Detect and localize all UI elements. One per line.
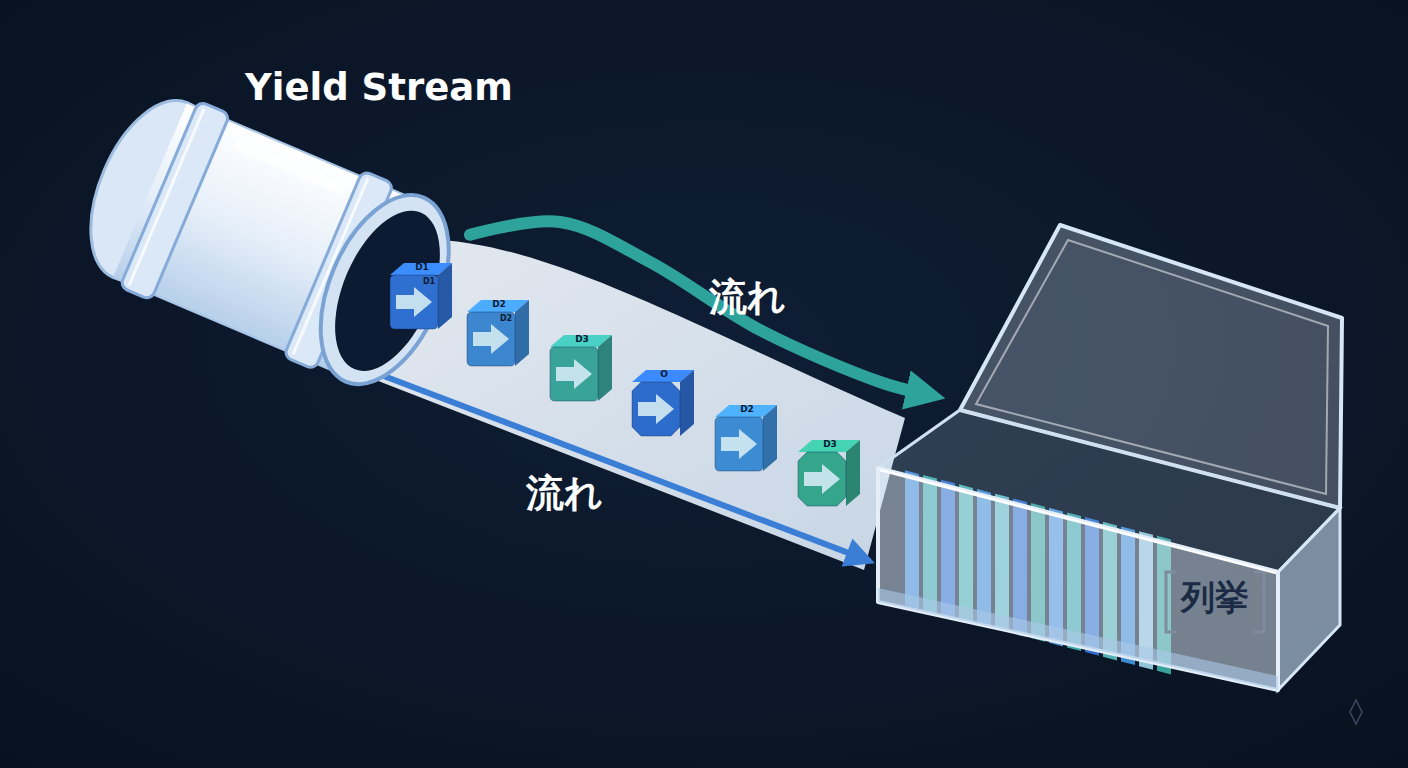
box-side xyxy=(1278,508,1340,690)
chunk-front xyxy=(632,382,680,436)
chunk-label: D3 xyxy=(566,334,598,344)
stream-title: Yield Stream xyxy=(245,67,535,110)
flow-band xyxy=(350,240,905,570)
flow-label: 流れ xyxy=(485,469,645,517)
icon-cube-front xyxy=(182,185,206,222)
inner-chunk xyxy=(338,246,384,334)
tube-mouth xyxy=(314,195,461,386)
collect-box-outline xyxy=(875,400,1345,695)
icon-cube-side xyxy=(206,176,216,222)
chunk-front xyxy=(390,275,438,329)
flow-label: 流れ xyxy=(668,273,828,321)
chunk-arrow xyxy=(556,359,592,389)
data-chunk: D1D1 xyxy=(386,257,454,333)
tube-icon xyxy=(182,176,244,223)
chunk-arrow xyxy=(473,324,509,354)
chunk-side xyxy=(763,405,777,471)
tube-ring xyxy=(120,101,230,300)
chunk-label: D2 xyxy=(483,299,515,309)
chunk-side xyxy=(680,370,694,436)
chunk-arrow xyxy=(638,394,674,424)
chunk-arrow xyxy=(721,429,757,459)
chunk-label: D1 xyxy=(406,262,438,272)
data-chunk: D3 xyxy=(546,329,614,405)
inner-chunk-arrow xyxy=(348,261,378,283)
inner-chunk-shape xyxy=(342,246,384,294)
chunk-label: D1 xyxy=(420,277,438,286)
label-bracket xyxy=(1166,572,1176,632)
tube-mouth-rim xyxy=(295,176,474,403)
box-rim xyxy=(880,470,1276,573)
chunk-arrow xyxy=(396,287,432,317)
label-bracket xyxy=(1254,572,1264,632)
icon-arrow xyxy=(210,201,244,223)
sparkle-mark xyxy=(1350,700,1362,724)
chunk-front xyxy=(467,312,515,366)
inner-chunk-shape xyxy=(338,300,382,334)
chunk-side xyxy=(438,263,452,329)
chunk-label: O xyxy=(648,369,680,379)
data-chunk: D2D2 xyxy=(463,294,531,370)
flow-arrow xyxy=(470,221,918,392)
chunk-label: D3 xyxy=(814,439,846,449)
data-chunk: D3 xyxy=(794,434,862,510)
chunk-front xyxy=(798,452,846,506)
chunk-front xyxy=(715,417,763,471)
tube-body xyxy=(65,77,475,404)
chunk-side xyxy=(846,440,860,506)
chunk-label: D2 xyxy=(731,404,763,414)
box-front xyxy=(878,468,1278,690)
icon-cube-top xyxy=(182,176,216,185)
collect-box: 列挙 xyxy=(875,400,1345,695)
chunk-side xyxy=(598,335,612,401)
chunk-label: D2 xyxy=(497,314,515,323)
tube-ring-shine xyxy=(129,109,204,286)
data-chunk: D2 xyxy=(711,399,779,475)
box-label: 列挙 xyxy=(1170,578,1260,617)
data-chunk: O xyxy=(628,364,696,440)
chunk-front xyxy=(550,347,598,401)
tube-highlight xyxy=(233,138,348,196)
chunk-arrow xyxy=(804,464,840,494)
chunk-side xyxy=(515,300,529,366)
